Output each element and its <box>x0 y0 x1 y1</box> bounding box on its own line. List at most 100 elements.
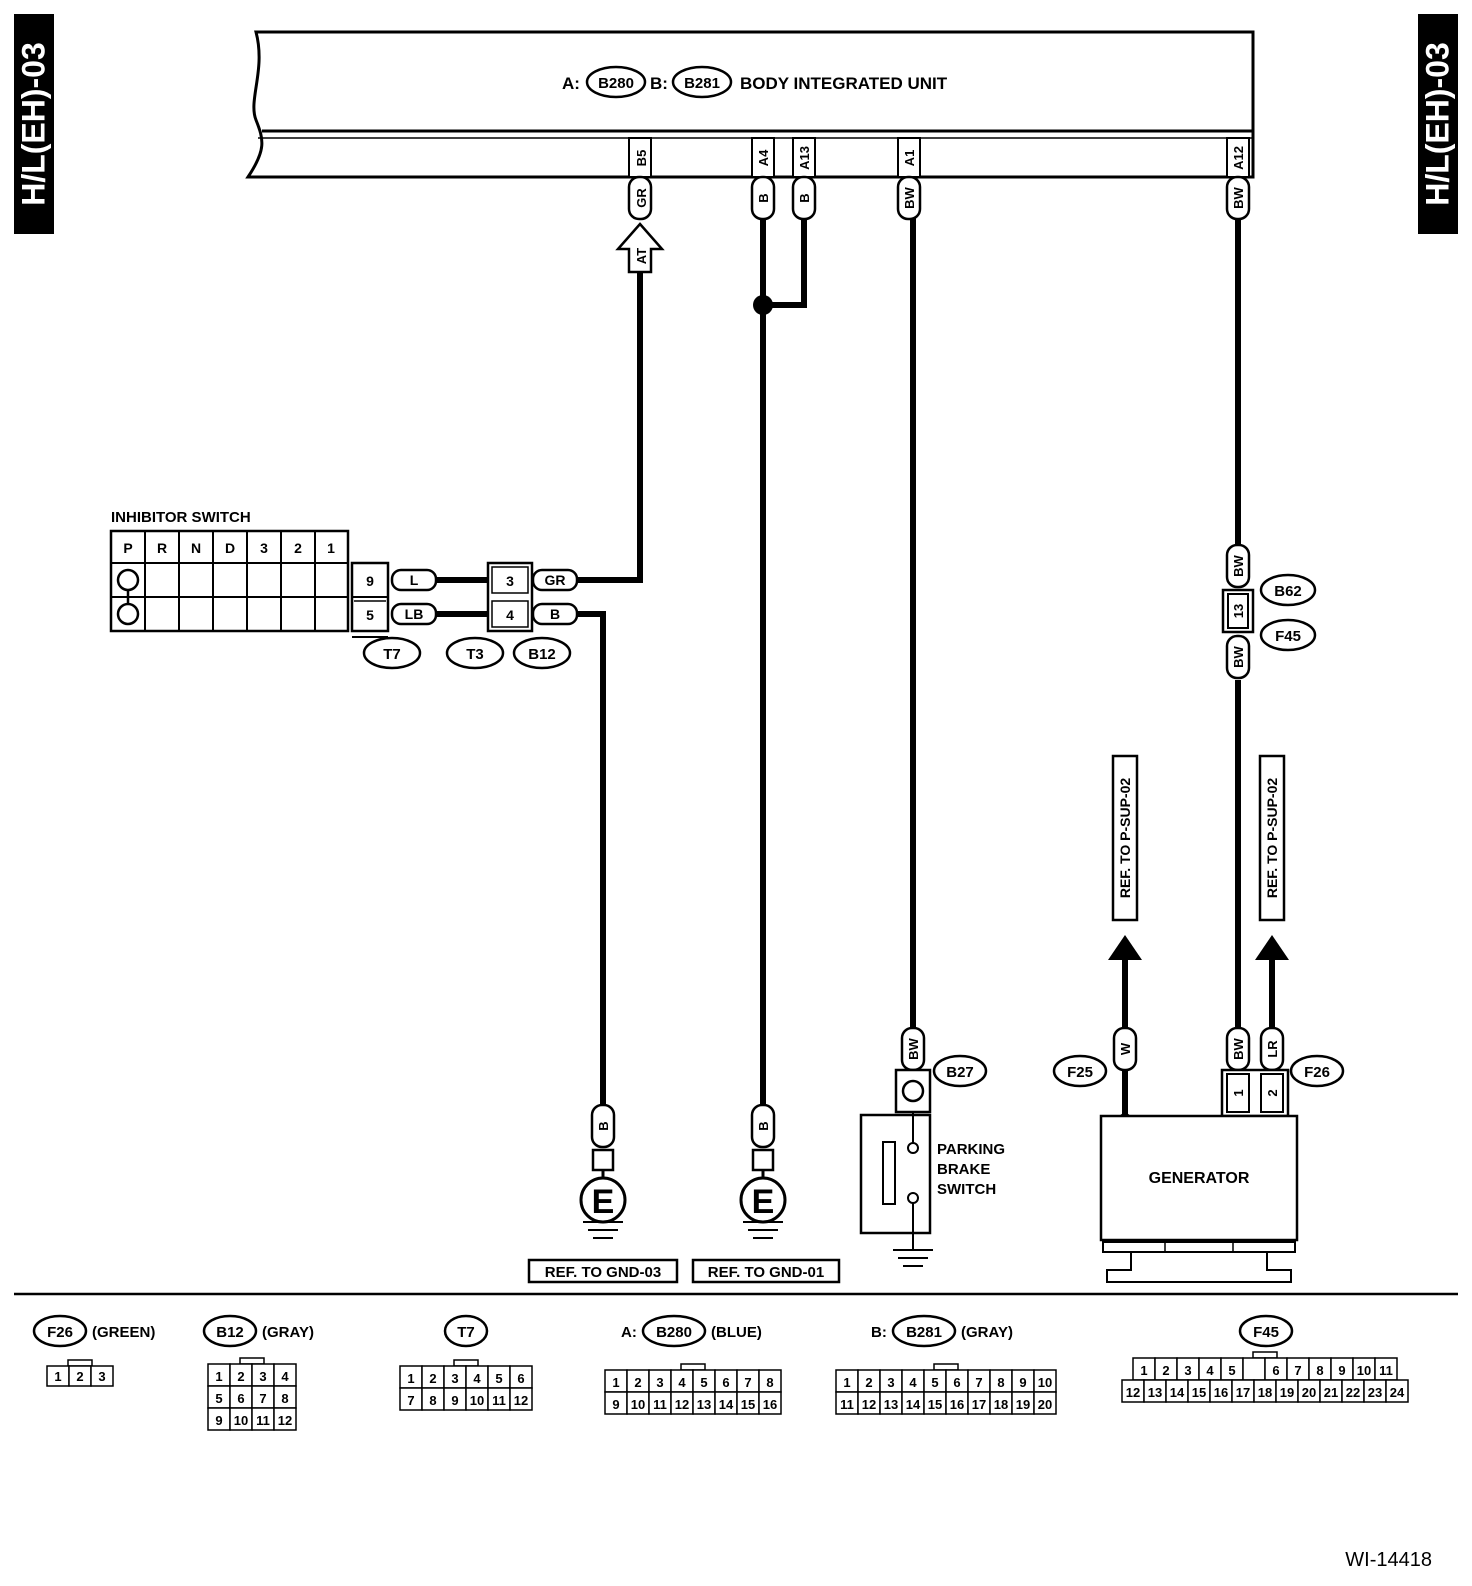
b12-pin-4: 4 <box>506 607 514 623</box>
legend-connector-color: (GREEN) <box>92 1324 155 1341</box>
connector-t7: 9 5 L LB <box>350 561 438 638</box>
position-r: R <box>157 540 167 556</box>
legend-pin: 2 <box>237 1369 244 1384</box>
legend-pin: 1 <box>215 1369 222 1384</box>
parking-brake-title-line: PARKING <box>937 1141 1005 1158</box>
legend-pin: 17 <box>972 1397 986 1412</box>
legend-pin: 14 <box>906 1397 921 1412</box>
legend-connector-id: T7 <box>457 1324 475 1341</box>
legend-pin: 1 <box>407 1371 414 1386</box>
legend-pin: 1 <box>54 1369 61 1384</box>
legend-pin: 3 <box>98 1369 105 1384</box>
splice-point <box>753 295 773 315</box>
legend-pin: 7 <box>744 1375 751 1390</box>
legend-pin: 17 <box>1236 1385 1250 1400</box>
legend-pin: 10 <box>1038 1375 1052 1390</box>
legend-prefix: B: <box>871 1324 887 1341</box>
legend-pin: 2 <box>429 1371 436 1386</box>
legend-pin: 6 <box>237 1391 244 1406</box>
legend-pin: 5 <box>931 1375 938 1390</box>
legend-pin: 9 <box>612 1397 619 1412</box>
legend-pin: 10 <box>1357 1363 1371 1378</box>
legend-connector-color: (GRAY) <box>961 1324 1013 1341</box>
pin-a4: A4 <box>756 149 771 166</box>
tag-lr: LR <box>1265 1040 1280 1058</box>
legend-pin: 1 <box>843 1375 850 1390</box>
conn-b62: B62 <box>1274 583 1302 600</box>
legend-pin: 3 <box>656 1375 663 1390</box>
legend-pin: 12 <box>1126 1385 1140 1400</box>
body-integrated-unit: A: B280 B: B281 BODY INTEGRATED UNIT <box>245 30 1255 179</box>
legend-pin: 2 <box>1162 1363 1169 1378</box>
tag-b: B <box>550 606 560 622</box>
parking-brake-title-line: SWITCH <box>937 1181 996 1198</box>
legend-connector-id: F26 <box>47 1324 73 1341</box>
wire-b-a13 <box>763 218 807 308</box>
t7-pin-9: 9 <box>366 573 374 589</box>
position-2: 2 <box>294 540 302 556</box>
legend-pin: 16 <box>763 1397 777 1412</box>
legend-pin: 12 <box>514 1393 528 1408</box>
legend-pin: 11 <box>840 1397 854 1412</box>
unit-conn-b: B281 <box>684 75 720 92</box>
tag-l: L <box>410 572 419 588</box>
tag-bw: BW <box>906 1037 921 1059</box>
legend-pin: 15 <box>1192 1385 1206 1400</box>
legend-connector-id: B12 <box>216 1324 244 1341</box>
legend-pin: 19 <box>1016 1397 1030 1412</box>
position-n: N <box>191 540 201 556</box>
legend-pin: 8 <box>997 1375 1004 1390</box>
legend-pin: 3 <box>451 1371 458 1386</box>
at-arrow <box>615 222 665 274</box>
legend-pin: 5 <box>495 1371 502 1386</box>
legend-pin: 8 <box>281 1391 288 1406</box>
legend-prefix: A: <box>621 1324 637 1341</box>
legend-pin: 9 <box>1019 1375 1026 1390</box>
tag-b: B <box>596 1121 611 1130</box>
tag-bw: BW <box>902 186 917 208</box>
legend-pin: 6 <box>517 1371 524 1386</box>
legend-pin: 12 <box>278 1413 292 1428</box>
legend-connector-color: (GRAY) <box>262 1324 314 1341</box>
ground-symbol: E <box>592 1183 615 1221</box>
legend-pin: 20 <box>1302 1385 1316 1400</box>
legend-pin: 15 <box>741 1397 755 1412</box>
tag-gr: GR <box>634 188 649 208</box>
legend-pin: 24 <box>1390 1385 1405 1400</box>
legend-pin: 7 <box>1294 1363 1301 1378</box>
ref-p-sup-label: REF. TO P-SUP-02 <box>1117 778 1133 899</box>
legend-pin: 21 <box>1324 1385 1338 1400</box>
legend-pin: 6 <box>1272 1363 1279 1378</box>
connector-b12: 3 4 GR B <box>486 561 579 633</box>
legend-pin: 12 <box>675 1397 689 1412</box>
legend-pin: 22 <box>1346 1385 1360 1400</box>
legend-pin: 20 <box>1038 1397 1052 1412</box>
legend-connector-color: (BLUE) <box>711 1324 762 1341</box>
inhibitor-connector-labels: T7 T3 B12 <box>362 636 572 670</box>
legend-pin: 4 <box>909 1375 917 1390</box>
conn-f25: F25 <box>1067 1064 1093 1081</box>
legend-pin: 11 <box>492 1393 506 1408</box>
conn-f26: F26 <box>1304 1064 1330 1081</box>
legend-pin: 13 <box>697 1397 711 1412</box>
contact-circle <box>116 568 140 592</box>
legend-pin: 10 <box>234 1413 248 1428</box>
ref-p-sup-label: REF. TO P-SUP-02 <box>1264 778 1280 899</box>
legend-pin: 6 <box>722 1375 729 1390</box>
pin-b5: B5 <box>634 150 649 167</box>
unit-conn-a: B280 <box>598 75 634 92</box>
tag-b: B <box>797 193 812 202</box>
parking-brake-title-line: BRAKE <box>937 1161 990 1178</box>
legend-pin: 18 <box>1258 1385 1272 1400</box>
legend-pin: 3 <box>259 1369 266 1384</box>
label-t3: T3 <box>466 646 484 663</box>
legend-pin: 7 <box>407 1393 414 1408</box>
unit-title: BODY INTEGRATED UNIT <box>740 74 948 93</box>
diagram-id: WI-14418 <box>1345 1549 1432 1571</box>
position-d: D <box>225 540 235 556</box>
unit-pins: B5 A4 A13 A1 A12 <box>628 137 1250 178</box>
pin-a13: A13 <box>797 146 812 170</box>
